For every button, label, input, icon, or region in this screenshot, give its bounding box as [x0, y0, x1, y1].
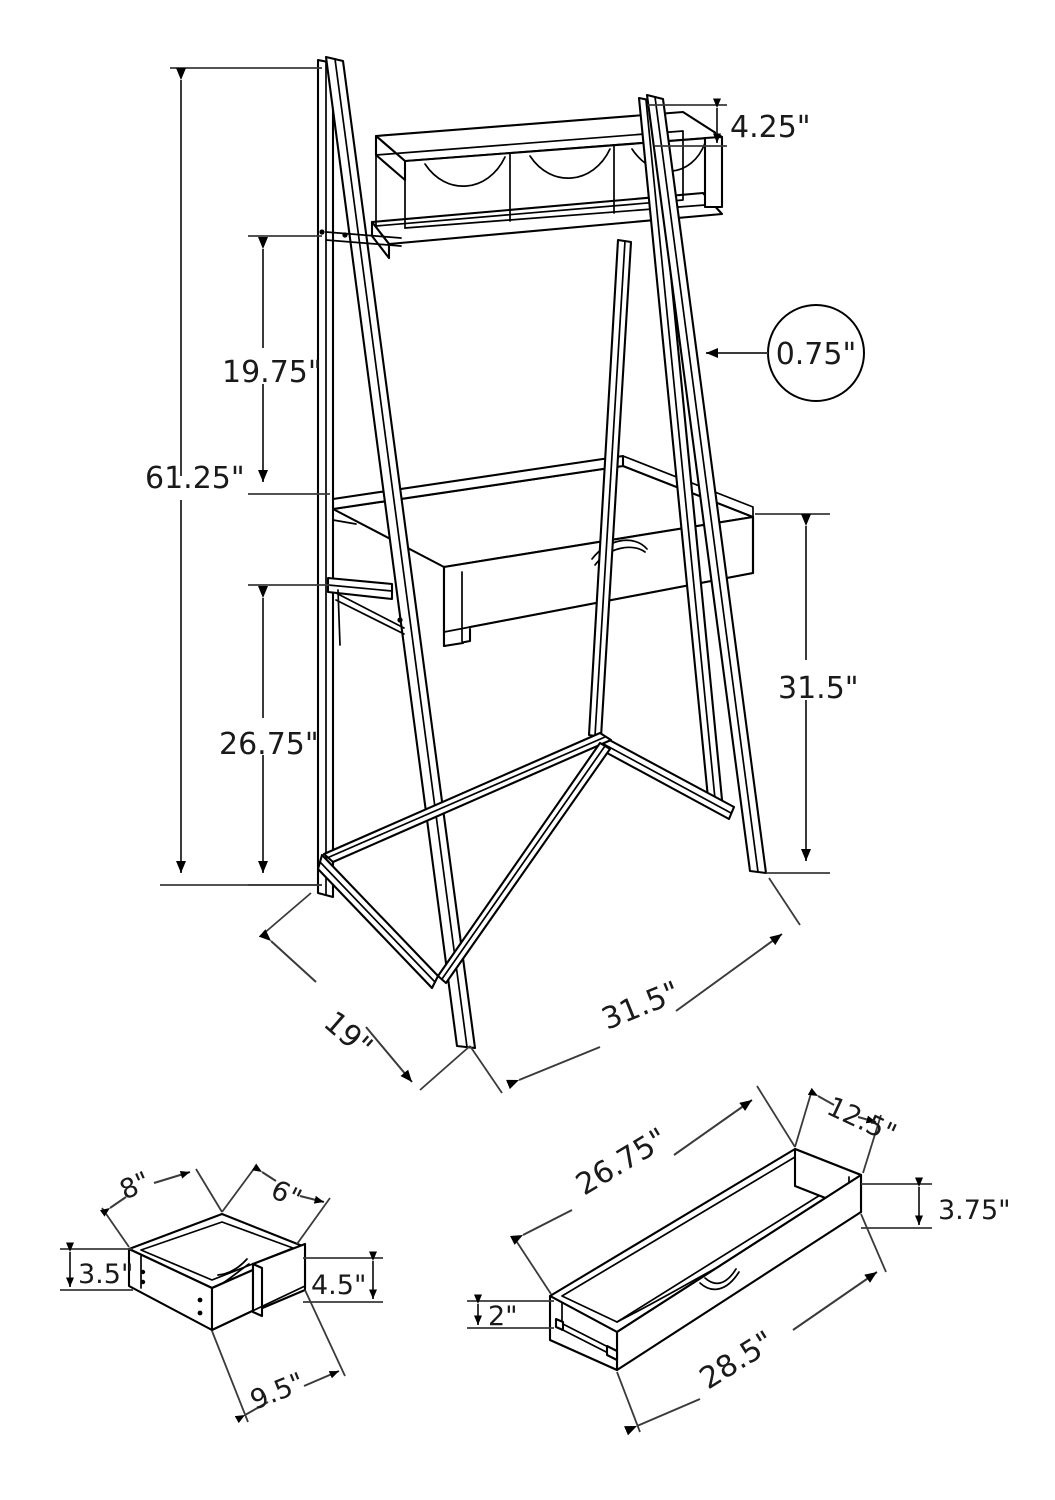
hardware-dot	[197, 1310, 203, 1316]
hardware-dot	[140, 1269, 146, 1275]
dimension-label-desk-height: 31.5"	[778, 671, 859, 706]
dimension-overall-height: 61.25"	[145, 67, 322, 886]
dimension-label-small-drawer-front-height: 4.5"	[311, 1270, 366, 1301]
dimension-large-drawer-slide-height: 2"	[467, 1294, 554, 1332]
small-drawer-detail-view: 8" 6" 3.5" 4.5"	[60, 1163, 383, 1424]
dimension-label-material-thickness: 0.75"	[776, 337, 857, 372]
dimension-desk-height: 31.5"	[755, 513, 859, 874]
hardware-dot	[140, 1279, 146, 1285]
left-ladder-frame	[316, 55, 477, 1050]
dimension-label-small-drawer-box-height: 3.5"	[78, 1259, 133, 1290]
dimension-label-large-drawer-box-height: 3.75"	[938, 1195, 1011, 1226]
hardware-dot	[197, 1297, 203, 1303]
dimension-label-desk-to-floor: 26.75"	[219, 727, 319, 762]
dimension-small-drawer-box-height: 3.5"	[60, 1242, 133, 1291]
hardware-dot	[342, 232, 348, 238]
main-ladder-desk-view: 61.25" 19.75" 26.75" 4.25"	[145, 55, 865, 1094]
dimension-large-drawer-box-height: 3.75"	[861, 1177, 1011, 1229]
dimension-label-large-drawer-slide-height: 2"	[488, 1301, 518, 1332]
dimension-shelf-clearance: 19.75"	[222, 235, 330, 495]
dimension-callout-material-thickness: 0.75"	[706, 304, 865, 402]
dimension-shelf-lip-height: 4.25"	[648, 98, 811, 147]
lower-cross-frame	[322, 731, 613, 985]
dimension-desk-to-floor: 26.75"	[219, 584, 330, 886]
dimension-label-overall-height: 61.25"	[145, 461, 245, 496]
hardware-dot	[397, 617, 403, 623]
dimension-small-drawer-front-height: 4.5"	[303, 1251, 383, 1303]
hardware-dot	[319, 229, 325, 235]
dimension-label-shelf-lip-height: 4.25"	[730, 110, 811, 145]
dimension-label-shelf-clearance: 19.75"	[222, 355, 322, 390]
